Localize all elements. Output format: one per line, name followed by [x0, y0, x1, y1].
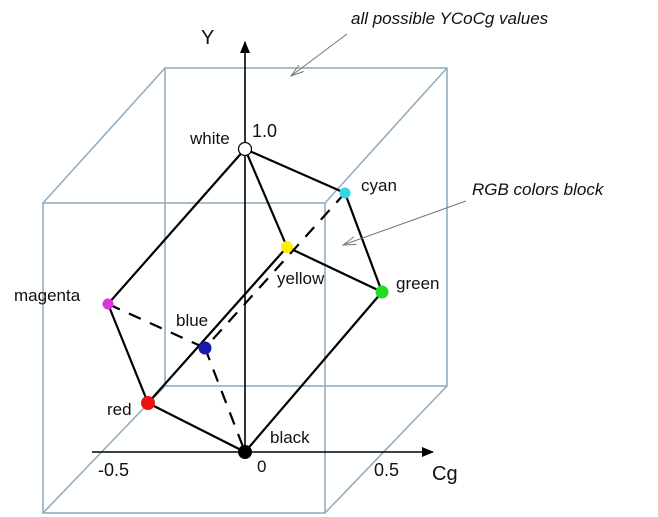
- tick-cg-neg-0-5: -0.5: [98, 460, 129, 480]
- label-green: green: [396, 274, 439, 293]
- vertex-yellow: [281, 241, 293, 253]
- vertex-magenta: [102, 298, 114, 310]
- annotation-ycocg-values: all possible YCoCg values: [351, 9, 549, 28]
- edge-white-magenta: [107, 148, 246, 305]
- rgb-colors-block: [106, 147, 384, 453]
- tick-y-1-0: 1.0: [252, 121, 277, 141]
- tick-cg-0-5: 0.5: [374, 460, 399, 480]
- label-yellow: yellow: [277, 269, 325, 288]
- label-white: white: [189, 129, 230, 148]
- rgb-vertices: [102, 141, 389, 459]
- vertex-black: [238, 445, 252, 459]
- tick-origin-0: 0: [257, 457, 266, 476]
- outer-box-edge-top-right: [324, 67, 448, 204]
- edge-red-black: [147, 402, 246, 453]
- outer-box-back-face: [164, 67, 448, 387]
- label-red: red: [107, 400, 132, 419]
- edge-yellow-red: [147, 246, 288, 404]
- edge-magenta-red: [106, 303, 150, 404]
- edge-magenta-blue-hidden: [107, 302, 206, 350]
- edge-blue-black-hidden: [203, 347, 247, 453]
- outer-box-edge-bottom-right: [324, 385, 448, 514]
- annotation-rgb-block: RGB colors block: [472, 180, 605, 199]
- vertex-red: [141, 396, 155, 410]
- vertex-labels: white cyan yellow green magenta blue red…: [14, 129, 439, 447]
- label-blue: blue: [176, 311, 208, 330]
- label-black: black: [270, 428, 310, 447]
- edge-white-cyan: [244, 147, 346, 195]
- outer-box-edge-top-left: [42, 67, 166, 204]
- edge-white-yellow: [243, 148, 289, 248]
- label-cyan: cyan: [361, 176, 397, 195]
- label-magenta: magenta: [14, 286, 81, 305]
- axes: Y Cg 1.0 -0.5 0 0.5: [92, 27, 458, 485]
- edge-green-black: [244, 291, 383, 453]
- vertex-green: [375, 285, 389, 299]
- callout-arrow-rgb: [343, 200, 467, 245]
- cg-axis-label: Cg: [432, 463, 458, 485]
- vertex-cyan: [339, 187, 351, 199]
- vertex-blue: [198, 341, 212, 355]
- y-axis-label: Y: [201, 27, 214, 49]
- edge-yellow-green: [286, 246, 383, 293]
- callout-arrow-ycocg: [291, 33, 348, 76]
- edge-cyan-blue-hidden: [204, 192, 346, 349]
- callouts: all possible YCoCg values RGB colors blo…: [291, 9, 605, 245]
- edge-cyan-green: [343, 192, 384, 293]
- vertex-white: [237, 141, 253, 157]
